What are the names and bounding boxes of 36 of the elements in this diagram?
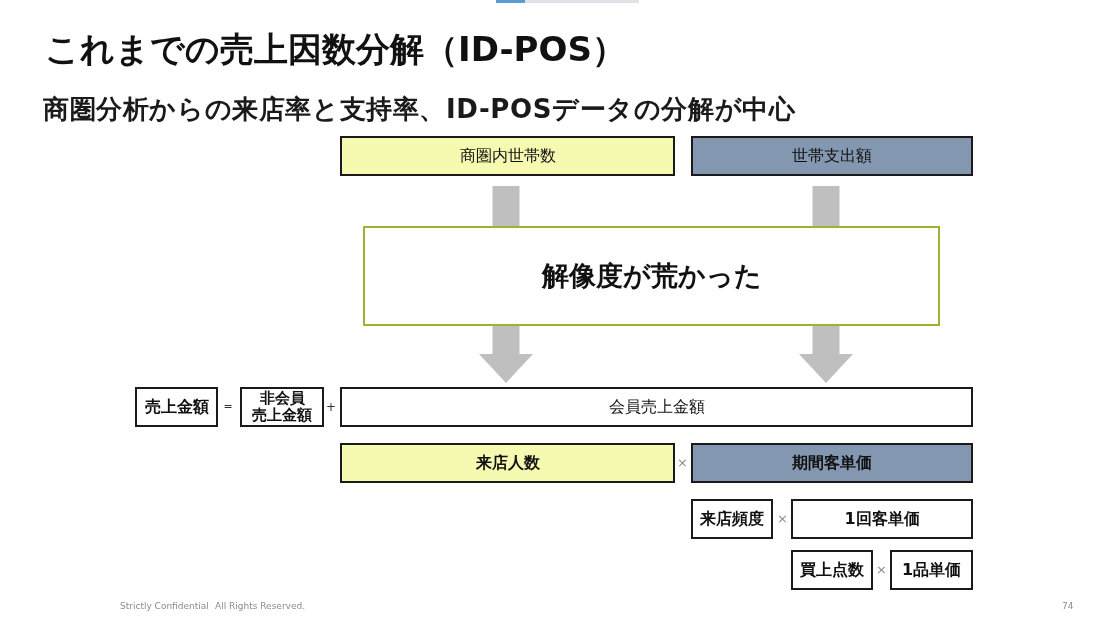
box-text: 会員売上金額: [608, 396, 705, 418]
factor-box: [340, 387, 973, 427]
box-text: 売上金額: [144, 396, 209, 418]
factor-box: [340, 443, 675, 483]
box-text: 世帯支出額: [792, 145, 872, 167]
factor-box: [135, 387, 218, 427]
factor-box: [340, 136, 675, 176]
subtitle: 商圏分析からの来店率と支持率、ID-POSデータの分解が中心: [43, 93, 796, 126]
box-text: 商圏内世帯数: [459, 145, 556, 167]
box-text: 1回客単価: [844, 508, 920, 530]
operator-sign: +: [325, 399, 337, 416]
operator-sign: ×: [875, 561, 888, 579]
operator-sign: ×: [676, 454, 689, 472]
factor-box: [890, 550, 973, 590]
box-text: 1品単価: [901, 559, 962, 581]
block-arrow: [479, 326, 533, 383]
page-title: これまでの売上因数分解（ID-POS）: [45, 28, 626, 71]
box-text: 期間客単価: [792, 452, 872, 474]
box-text: 来店人数: [475, 452, 540, 474]
factor-box: [691, 443, 973, 483]
box-text: 来店頻度: [700, 508, 764, 530]
page-number: 74: [1062, 600, 1074, 613]
factor-box: [691, 136, 973, 176]
operator-sign: =: [222, 399, 234, 415]
footer-text: All Rights Reserved.: [215, 600, 306, 613]
factor-box: [791, 499, 973, 539]
block-arrow: [799, 326, 853, 383]
footer-text: Strictly Confidential: [120, 600, 209, 613]
factor-box: [791, 550, 873, 590]
factor-box: [691, 499, 773, 539]
operator-sign: ×: [776, 510, 789, 528]
message-box: [363, 226, 940, 326]
box-text: 買上点数: [800, 559, 864, 581]
box-text: 非会員売上金額: [252, 390, 312, 424]
factor-box: [240, 387, 324, 427]
box-text: 解像度が荒かった: [541, 258, 762, 293]
